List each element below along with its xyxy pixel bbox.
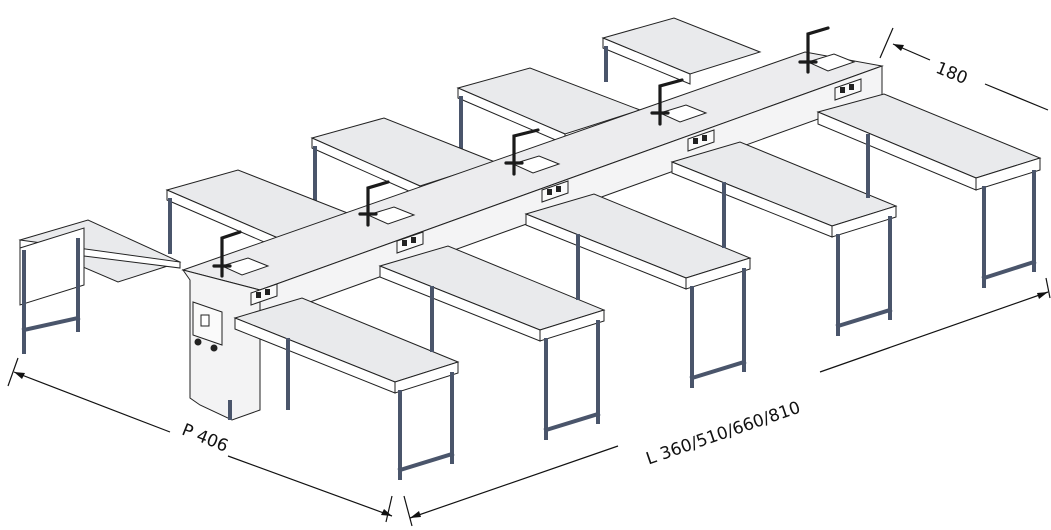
outlet-box (834, 78, 862, 101)
control-panel (192, 301, 223, 352)
faucet-icon (650, 78, 684, 126)
faucet-icon (212, 230, 242, 278)
sink (511, 155, 561, 174)
outlet-box (687, 129, 715, 152)
outlet-boxes (250, 78, 862, 306)
sink (806, 53, 856, 72)
width-dimension-label: 180 (933, 58, 971, 89)
faucets (212, 26, 830, 278)
bench-rear-4 (601, 17, 762, 85)
faucet-icon (504, 128, 540, 176)
sinks (220, 53, 856, 276)
bench-front-3 (524, 193, 752, 388)
sink (658, 104, 708, 123)
bench-front-1 (233, 297, 460, 480)
bench-front-2 (378, 245, 606, 440)
depth-dimension-label: P 406 (179, 420, 231, 457)
faucet-icon (798, 26, 830, 74)
bench-right-end (816, 93, 1042, 288)
valve-knob-icon (194, 338, 202, 346)
faucet-icon (358, 180, 390, 227)
outlet-box (250, 283, 278, 306)
length-dimension-label: L 360/510/660/810 (644, 398, 804, 470)
sink (220, 257, 270, 276)
switch-icon (200, 314, 210, 327)
bench-left-end (18, 219, 182, 354)
outlet-box (541, 180, 569, 203)
front-bench-group (18, 93, 1042, 480)
bench-front-4 (670, 141, 898, 336)
outlet-box (396, 231, 424, 254)
valve-knob-icon (210, 344, 218, 352)
rear-bench-group (165, 17, 762, 254)
dimension-width: 180 (879, 27, 1049, 111)
sink (366, 206, 416, 225)
